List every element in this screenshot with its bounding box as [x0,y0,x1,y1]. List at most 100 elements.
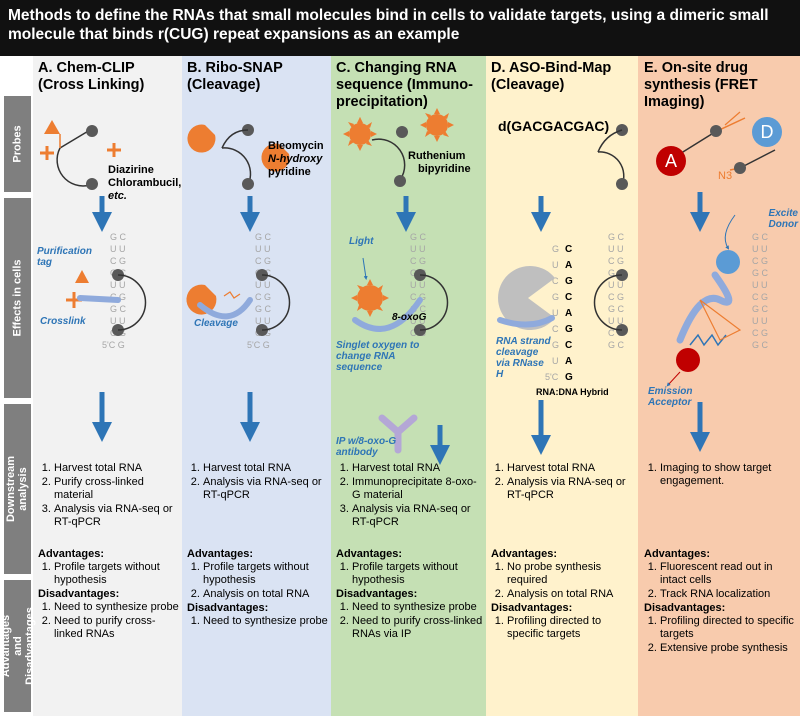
effect-arrows [92,392,710,465]
heading-c: C. Changing RNA sequence (Immuno-precipi… [336,60,473,110]
svg-text:U U: U U [410,244,426,254]
svg-text:C G: C G [608,328,624,338]
pacman-icon [261,143,290,172]
probe-label-c-1: Ruthenium [408,150,466,162]
svg-text:U: U [552,308,559,318]
downstream-b: Harvest total RNAAnalysis via RNA-seq or… [187,462,327,503]
effect-label-c-1: Light [349,236,374,247]
effect-label-c-3: Singlet oxygen to change RNA sequence [336,340,420,373]
svg-text:5'C G: 5'C G [102,340,125,350]
svg-text:C G: C G [255,292,271,302]
advdis-c: Advantages: Profile targets without hypo… [336,548,484,642]
svg-text:A: A [565,308,572,319]
probe-label-a-2: Chlorambucil, [108,177,182,189]
effect-label-b-1: Cleavage [194,318,238,329]
svg-text:G C: G C [608,268,625,278]
effect-label-e-2: Emission Acceptor [648,386,693,408]
effect-label-d-2: RNA:DNA Hybrid [536,387,609,397]
sun-icon [343,117,377,151]
effect-e-drawing [666,214,742,387]
svg-text:U U: U U [255,280,271,290]
effect-label-e-1: Excite Donor [768,208,798,230]
probe-label-a-1: Diazirine [108,164,154,176]
node-icon [86,125,98,137]
column-b [182,56,331,716]
svg-text:G C: G C [608,232,625,242]
svg-text:5'C G: 5'C G [247,340,270,350]
node-icon [86,178,98,190]
svg-text:C G: C G [752,292,768,302]
antibody-icon [378,414,418,454]
svg-text:C G: C G [608,292,624,302]
heading-d: D. ASO-Bind-Map (Cleavage) [491,60,612,93]
effect-label-a-1: Purification tag [37,246,93,268]
svg-text:G C: G C [608,304,625,314]
probe-d-drawing [597,124,628,190]
svg-text:C G: C G [410,292,426,302]
advdis-d: Advantages: No probe synthesis requiredA… [491,548,635,642]
probe-a-drawing [40,120,121,190]
svg-text:U U: U U [110,244,126,254]
probe-label-b-3: pyridine [268,166,311,178]
svg-text:U: U [552,260,559,270]
probe-b-drawing [187,124,290,190]
effect-label-d-1: RNA strand cleavage via RNase H [496,336,551,380]
svg-text:U: U [552,356,559,366]
donor-circle [716,250,740,274]
side-label-downstream: Downstream analysis [4,404,31,574]
svg-text:A: A [565,356,572,367]
svg-text:U U: U U [608,280,624,290]
svg-text:U U: U U [608,316,624,326]
downstream-a: Harvest total RNAPurify cross-linked mat… [38,462,178,530]
svg-text:G: G [565,324,573,335]
donor-node: D [752,117,782,147]
svg-text:G C: G C [255,304,272,314]
effect-label-c-2: 8-oxoG [392,312,427,323]
svg-text:G C: G C [410,232,427,242]
svg-text:U U: U U [110,316,126,326]
effect-c-drawing [351,257,449,454]
svg-text:C G: C G [752,328,768,338]
svg-text:C G: C G [608,256,624,266]
svg-text:G C: G C [752,232,769,242]
side-label-probes: Probes [4,96,31,192]
svg-text:U U: U U [410,280,426,290]
svg-text:U U: U U [410,316,426,326]
downstream-d: Harvest total RNAAnalysis via RNA-seq or… [491,462,631,503]
acceptor-node: A [656,146,686,176]
pacman-icon [498,266,555,330]
svg-text:G: G [552,340,559,350]
effect-label-c-4: IP w/8-oxo-G antibody [336,436,397,458]
svg-text:G C: G C [752,304,769,314]
probe-label-c-2: bipyridine [418,163,471,175]
svg-text:G: G [565,372,573,383]
svg-text:C: C [552,276,559,286]
svg-text:G C: G C [752,268,769,278]
acceptor-circle [676,348,700,372]
figure-title: Methods to define the RNAs that small mo… [0,0,800,56]
svg-text:A: A [565,260,572,271]
downstream-c: Harvest total RNAImmunoprecipitate 8-oxo… [336,462,482,530]
heading-a: A. Chem-CLIP (Cross Linking) [38,60,145,93]
svg-text:U U: U U [752,244,768,254]
svg-text:U U: U U [752,316,768,326]
svg-text:C G: C G [110,256,126,266]
svg-text:5'C: 5'C [545,372,559,382]
effect-d-drawing [497,266,628,336]
azide-label: N3 [718,170,733,182]
orange-plus-icon [107,143,121,157]
downstream-e: Imaging to show target engagement. [644,462,796,489]
heading-b: B. Ribo-SNAP (Cleavage) [187,60,283,93]
effect-label-a-2: Crosslink [40,316,86,327]
svg-text:G C: G C [410,304,427,314]
column-c [331,56,486,716]
probe-label-b-1: Bleomycin [268,140,324,152]
side-label-advantages: Advantages and Disadvantages [0,580,36,712]
svg-text:G: G [565,276,573,287]
svg-text:U U: U U [255,244,271,254]
svg-text:C: C [565,292,572,303]
orange-plus-icon [40,146,54,160]
heading-e: E. On-site drug synthesis (FRET Imaging) [644,60,758,110]
svg-text:G C: G C [255,232,272,242]
svg-text:U U: U U [255,316,271,326]
